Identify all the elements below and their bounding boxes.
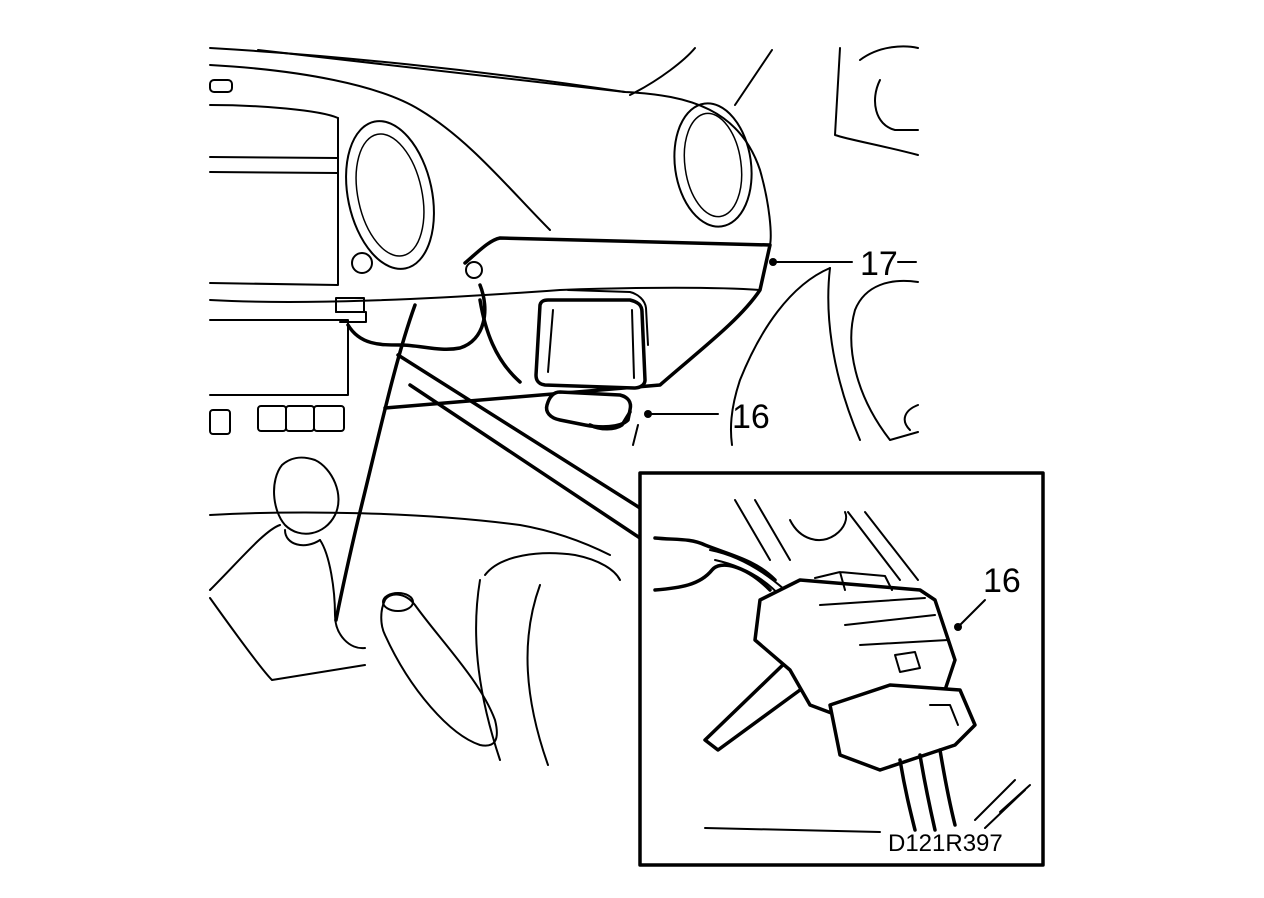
inset-floor-hatch xyxy=(974,779,1031,829)
inset-leader-upper xyxy=(396,353,642,510)
inset-connector-divider xyxy=(819,597,949,646)
switch-left xyxy=(209,409,231,435)
figure-code: D121R397 xyxy=(888,830,1003,857)
seat-contour-left xyxy=(209,597,366,681)
panel-diagonal-left xyxy=(334,303,417,622)
center-console-frame xyxy=(209,117,339,286)
console-lower-line xyxy=(209,511,611,556)
door-trim-upper xyxy=(834,45,919,156)
radio-area xyxy=(209,319,349,396)
wiring-harness-branch xyxy=(478,298,522,384)
control-module-edge xyxy=(547,309,635,379)
callout-16-main-tail xyxy=(632,424,639,446)
switch-2 xyxy=(285,405,315,432)
column-line-b xyxy=(629,47,696,96)
inset-bracket-arc xyxy=(789,511,848,541)
dashboard-top-edge xyxy=(209,47,772,246)
dashboard-upper-contour xyxy=(209,64,551,231)
left-air-vent-inner xyxy=(355,133,425,257)
gear-knob xyxy=(273,456,340,535)
right-air-vent xyxy=(673,102,753,228)
inset-plug xyxy=(828,683,977,772)
inset-wire-top xyxy=(653,536,777,582)
connector-detail-inset xyxy=(638,471,1045,867)
inset-plug-latch xyxy=(894,651,959,726)
seat-cushion xyxy=(475,579,549,766)
callout-17: 17 xyxy=(769,245,917,283)
inset-bracket-lines xyxy=(734,499,919,581)
callout-16-main-label: 16 xyxy=(732,398,770,436)
connector-main-wire xyxy=(588,410,632,431)
left-air-vent xyxy=(345,120,435,270)
callout-16-inset-label: 16 xyxy=(983,562,1021,600)
inset-wire-lower xyxy=(653,563,772,592)
inset-connector-top xyxy=(814,571,893,591)
callout-17-label: 17 xyxy=(860,245,898,283)
control-module xyxy=(534,298,647,390)
console-knob xyxy=(351,252,373,274)
seat-edge xyxy=(484,552,621,581)
inset-code-leader xyxy=(704,827,881,833)
switch-1 xyxy=(257,405,287,432)
gear-stem xyxy=(284,529,321,547)
gear-boot xyxy=(209,524,366,650)
switch-3 xyxy=(313,405,345,432)
instrument-cluster-contour xyxy=(850,279,919,441)
right-air-vent-inner xyxy=(683,112,743,218)
console-slot xyxy=(209,79,233,93)
control-module-side xyxy=(567,289,649,346)
callout-16-main: 16 xyxy=(632,398,770,446)
wiring-harness xyxy=(346,283,487,351)
lower-panel-edge xyxy=(209,286,761,303)
harness-grommet xyxy=(465,261,483,279)
lower-dash-panel-outline xyxy=(383,236,772,410)
callout-16-inset: 16 xyxy=(954,562,1021,631)
dashboard-top-line xyxy=(257,49,626,93)
steering-wheel-arc xyxy=(729,267,831,446)
inset-wires-out xyxy=(898,748,957,832)
inset-leader-lower xyxy=(408,383,642,540)
wire-clip-base xyxy=(335,311,367,323)
center-console-top xyxy=(209,104,339,119)
connector-main xyxy=(544,390,633,429)
column-line-a xyxy=(734,49,773,106)
callout-16-inset-leader xyxy=(957,599,986,628)
handbrake-button xyxy=(382,592,414,612)
dashboard-illustration xyxy=(209,45,919,766)
steering-wheel-inner xyxy=(827,267,861,441)
